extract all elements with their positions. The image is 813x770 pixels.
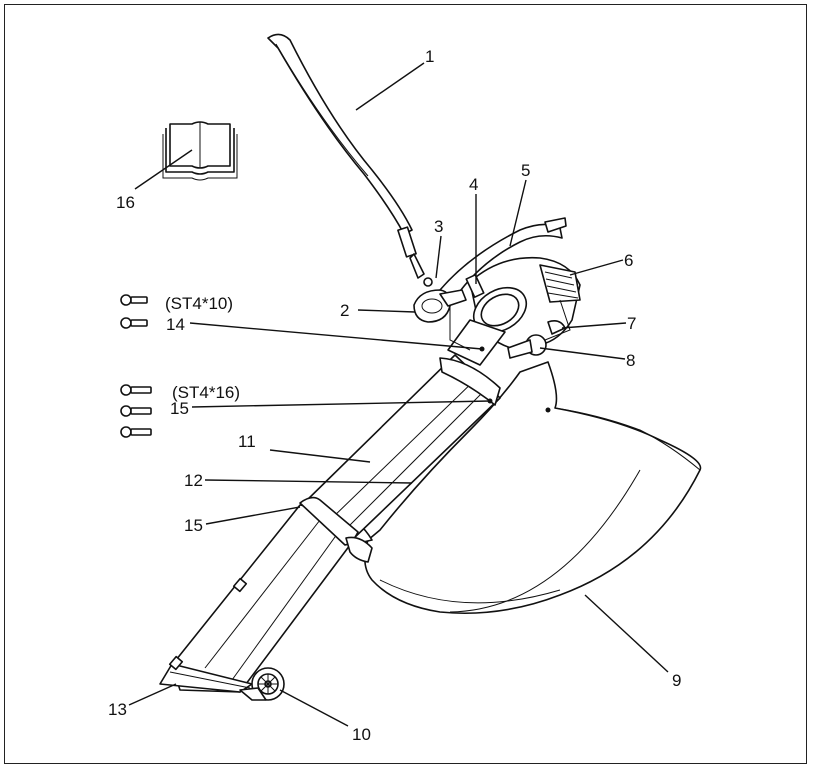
motor-housing	[413, 217, 581, 366]
callout-labels: 1 2 3 4 5 6 7 8 9 10 11 12 13 14 15 15 1…	[108, 47, 681, 744]
callout-13: 13	[108, 700, 127, 719]
callout-16: 16	[116, 193, 135, 212]
screw-icon-long-1	[120, 384, 152, 396]
screw-icon-long-3	[120, 426, 152, 438]
callout-15-screws: 15	[170, 399, 189, 418]
callout-8: 8	[626, 351, 635, 370]
callout-11: 11	[238, 432, 256, 451]
callout-14: 14	[166, 315, 185, 334]
callout-12: 12	[184, 471, 203, 490]
collection-bag	[364, 361, 702, 614]
screw-spec-long: (ST4*16)	[172, 383, 240, 402]
callout-9: 9	[672, 671, 681, 690]
callout-4: 4	[469, 175, 478, 194]
shoulder-strap	[267, 33, 433, 287]
callout-6: 6	[624, 251, 633, 270]
callout-3: 3	[434, 217, 443, 236]
screw-icon-short-1	[120, 294, 148, 306]
callout-2: 2	[340, 301, 349, 320]
callout-15-tube: 15	[184, 516, 203, 535]
manual-book-icon	[162, 121, 238, 181]
screw-icon-long-2	[120, 405, 152, 417]
callout-1: 1	[425, 47, 434, 66]
screw-icon-short-2	[120, 317, 148, 329]
diagram-frame	[4, 4, 807, 764]
callout-10: 10	[352, 725, 371, 744]
screw-spec-short: (ST4*10)	[165, 294, 233, 313]
callout-5: 5	[521, 161, 530, 180]
wheel	[239, 667, 285, 701]
leader-lines	[128, 62, 669, 727]
callout-7: 7	[627, 314, 636, 333]
